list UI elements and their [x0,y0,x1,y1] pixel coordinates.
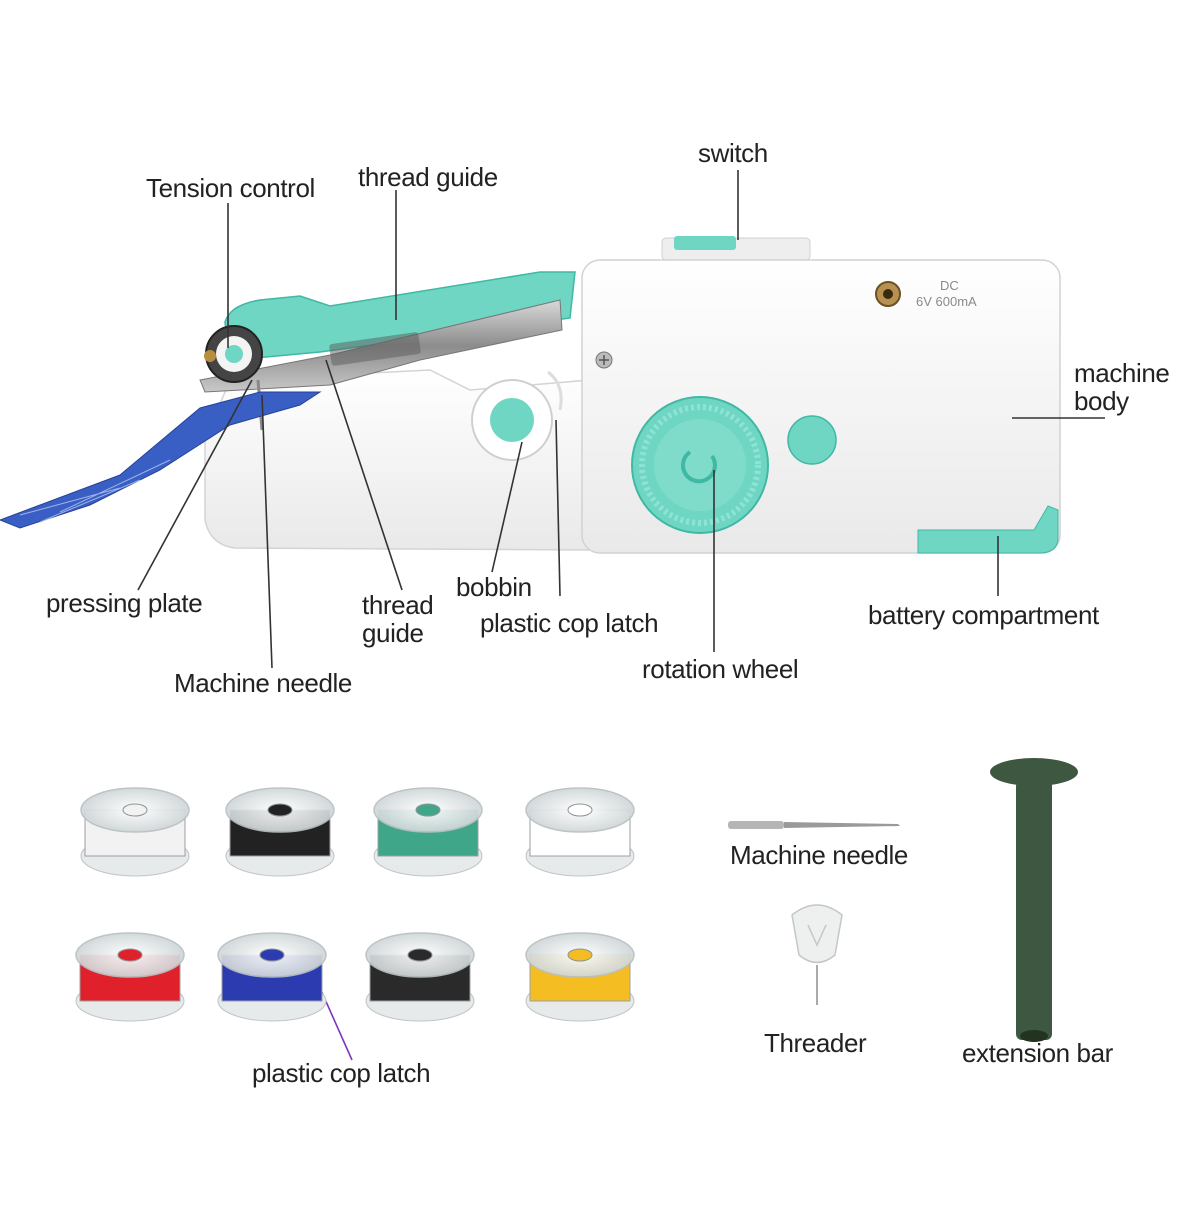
bobbin-clear [80,787,190,877]
bobbin-set [75,787,635,1022]
bobbin-cap [490,398,534,442]
bobbin-green [373,787,483,877]
label-tension-control: Tension control [146,173,315,203]
bobbin-black [365,932,475,1022]
sewing-machine: DC 6V 600mA [0,236,1061,554]
label-switch: switch [698,138,768,168]
label-bobbin: bobbin [456,572,532,602]
leader-lines [137,170,1105,1061]
extension-bar [990,758,1078,1042]
label-plastic-cop-latch: plastic cop latch [480,608,658,638]
fabric [0,391,322,529]
bobbin-red [75,932,185,1022]
machine-labels: Tension control thread guide switch mach… [46,138,1170,698]
bobbin-white [525,787,635,877]
bobbin-yellow [525,932,635,1022]
switch-slider [674,236,736,250]
label-thread-guide-bottom-1: thread [362,590,433,620]
label-machine-body-1: machine [1074,358,1169,388]
dc-spec: 6V 600mA [916,294,977,309]
label-threader: Threader [764,1028,867,1058]
accessories: Machine needle Threader extension bar pl… [252,758,1114,1088]
metal-window [329,332,421,366]
dc-label: DC [940,278,959,293]
threader [791,904,843,1005]
label-extension-bar: extension bar [962,1038,1114,1068]
label-rotation-wheel: rotation wheel [642,654,798,684]
bobbin-blue [217,932,327,1022]
label-machine-needle: Machine needle [174,668,352,698]
spare-needle [728,821,900,829]
battery-cover [917,505,1059,554]
label-thread-guide-top: thread guide [358,162,498,192]
label-accessory-cop-latch: plastic cop latch [252,1058,430,1088]
label-thread-guide-bottom-2: guide [362,618,424,648]
label-battery-compartment: battery compartment [868,600,1100,630]
label-accessory-needle: Machine needle [730,840,908,870]
bobbin-black [225,787,335,877]
mint-button [787,415,837,465]
label-machine-body-2: body [1074,386,1129,416]
label-pressing-plate: pressing plate [46,588,202,618]
